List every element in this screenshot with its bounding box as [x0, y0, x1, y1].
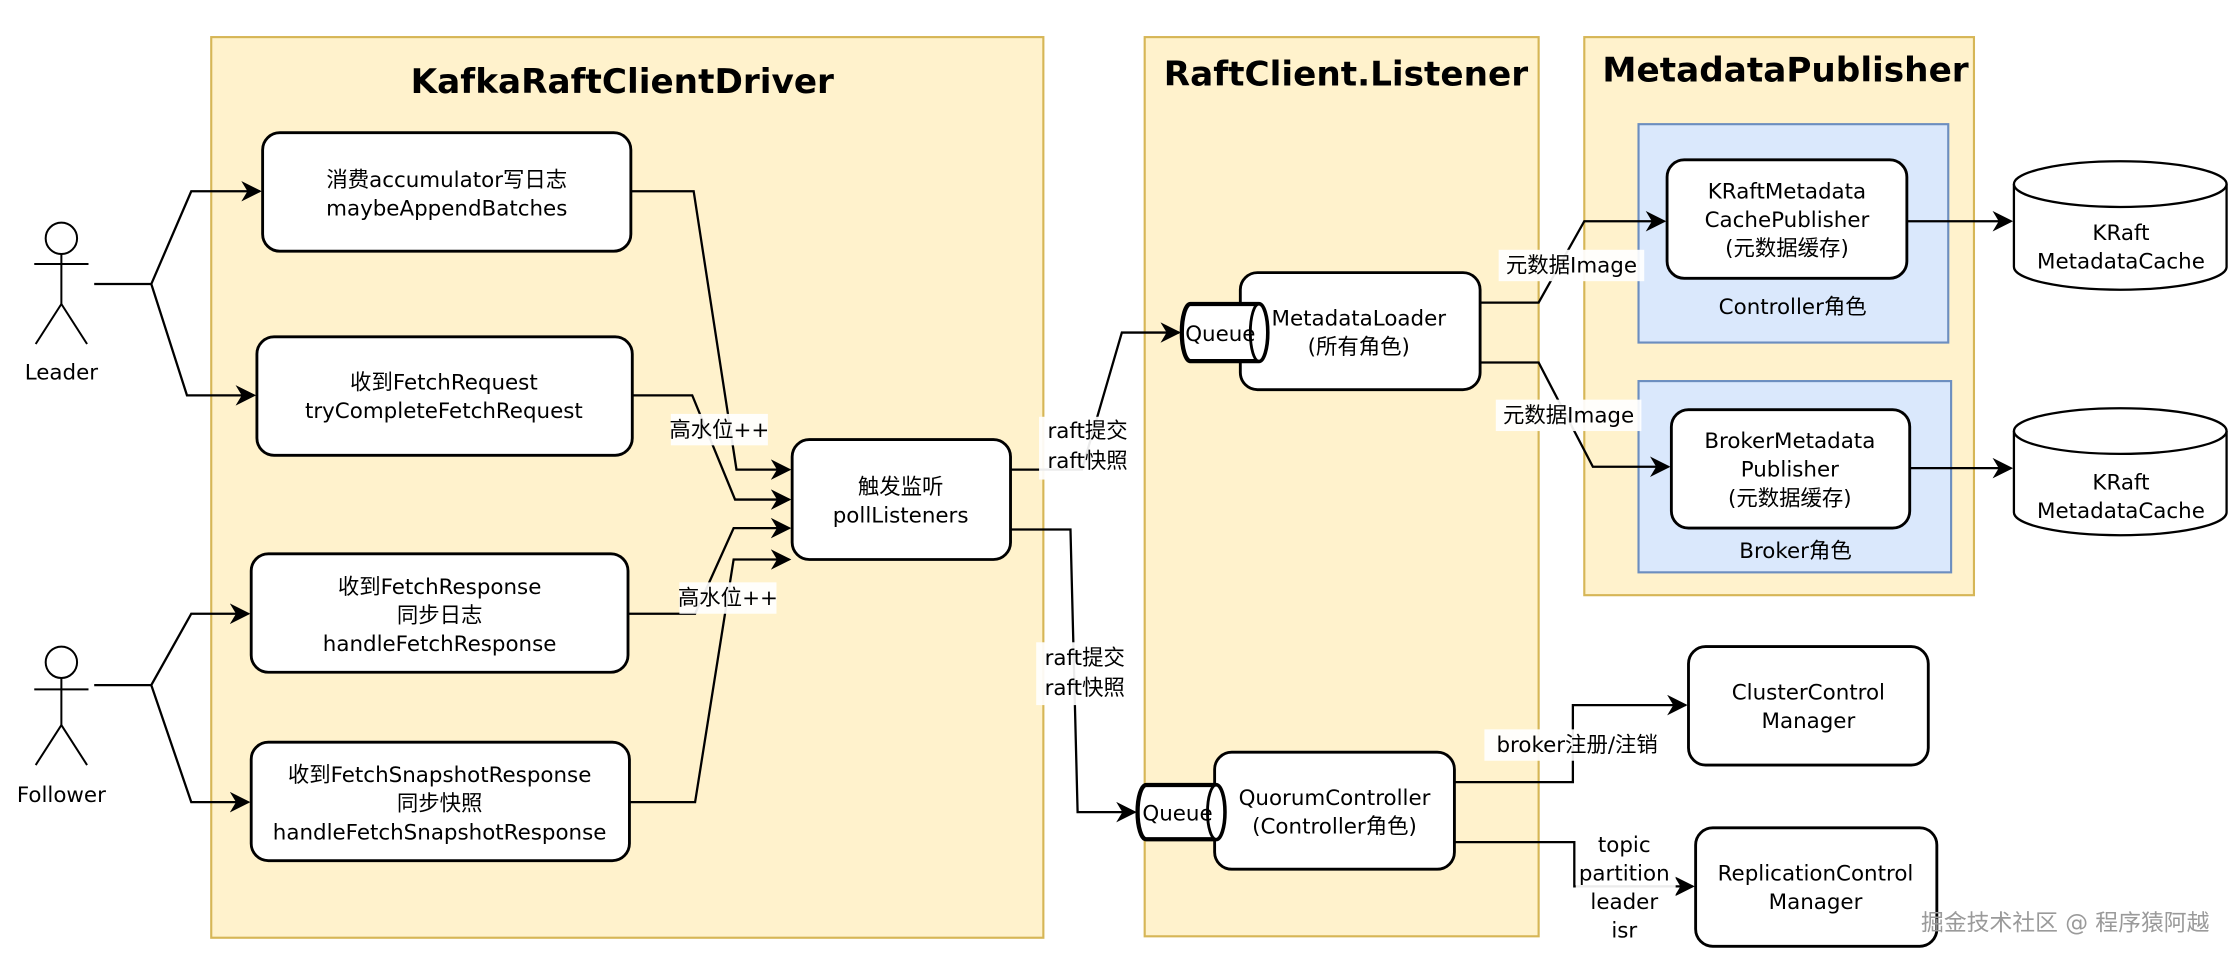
svg-text:raft快照: raft快照 — [1045, 676, 1125, 701]
queue-bottom-label: Queue — [1142, 802, 1212, 827]
publisher-title: MetadataPublisher — [1602, 50, 1968, 90]
svg-text:raft提交: raft提交 — [1045, 646, 1125, 671]
svg-text:QuorumController: QuorumController — [1239, 786, 1431, 811]
svg-text:Manager: Manager — [1762, 709, 1856, 734]
kraft-cache-publisher-box[interactable]: KRaftMetadata CachePublisher (元数据缓存) — [1665, 158, 1909, 280]
svg-text:raft快照: raft快照 — [1047, 449, 1127, 474]
label-topic: topic partition leader isr — [1575, 830, 1676, 945]
svg-text:ReplicationControl: ReplicationControl — [1718, 862, 1914, 887]
fetch-response-box[interactable]: 收到FetchResponse 同步日志 handleFetchResponse — [249, 552, 630, 674]
svg-text:MetadataCache: MetadataCache — [2037, 499, 2205, 524]
follower-label: Follower — [17, 783, 106, 808]
label-image-bottom: 元数据Image — [1495, 399, 1642, 432]
label-image-top: 元数据Image — [1498, 249, 1645, 282]
append-box[interactable]: 消费accumulator写日志 maybeAppendBatches — [261, 131, 633, 253]
svg-text:Manager: Manager — [1769, 890, 1863, 915]
label-raft-bottom: raft提交 raft快照 — [1036, 642, 1137, 706]
svg-text:收到FetchRequest: 收到FetchRequest — [350, 371, 538, 396]
follower-actor[interactable] — [34, 645, 89, 766]
queue-top[interactable]: Queue — [1179, 301, 1270, 364]
edge-snapshot-poll — [629, 549, 792, 804]
queue-bottom[interactable]: Queue — [1135, 782, 1227, 842]
controller-role-label: Controller角色 — [1719, 295, 1867, 320]
svg-text:元数据Image: 元数据Image — [1506, 254, 1637, 279]
svg-text:高水位++: 高水位++ — [678, 586, 778, 611]
svg-text:handleFetchResponse: handleFetchResponse — [323, 632, 557, 657]
leader-label: Leader — [25, 361, 99, 386]
svg-text:BrokerMetadata: BrokerMetadata — [1704, 429, 1875, 454]
poll-listeners-box[interactable]: 触发监听 pollListeners — [790, 438, 1012, 561]
edge-fetchresp-poll — [628, 517, 792, 615]
replication-control-manager-box[interactable]: ReplicationControl Manager — [1694, 826, 1939, 948]
svg-text:(Controller角色): (Controller角色) — [1252, 815, 1417, 840]
svg-text:高水位++: 高水位++ — [669, 418, 769, 443]
label-hw2: 高水位++ — [678, 582, 778, 614]
svg-text:(元数据缓存): (元数据缓存) — [1728, 486, 1852, 511]
label-hw1: 高水位++ — [669, 413, 769, 446]
edge-follower-fetchresp — [94, 603, 251, 687]
svg-text:ClusterControl: ClusterControl — [1732, 680, 1885, 705]
edge-leader-fetchreq — [150, 283, 257, 406]
listener-title: RaftClient.Listener — [1164, 55, 1529, 95]
svg-text:handleFetchSnapshotResponse: handleFetchSnapshotResponse — [273, 820, 607, 845]
edge-follower-snapshot — [150, 684, 251, 813]
label-broker-reg: broker注册/注销 — [1484, 729, 1670, 761]
edge-leader-append — [94, 180, 262, 286]
svg-text:isr: isr — [1611, 919, 1637, 944]
svg-text:MetadataLoader: MetadataLoader — [1272, 306, 1447, 331]
svg-text:pollListeners: pollListeners — [833, 503, 969, 528]
queue-top-label: Queue — [1185, 322, 1255, 347]
edge-fetchreq-poll — [632, 394, 792, 510]
fetch-snapshot-box[interactable]: 收到FetchSnapshotResponse 同步快照 handleFetch… — [249, 740, 631, 863]
svg-text:同步快照: 同步快照 — [397, 792, 483, 817]
svg-text:收到FetchSnapshotResponse: 收到FetchSnapshotResponse — [288, 763, 592, 788]
svg-text:topic: topic — [1598, 833, 1651, 858]
svg-text:KRaft: KRaft — [2092, 221, 2149, 246]
svg-text:触发监听: 触发监听 — [858, 475, 944, 500]
svg-text:KRaftMetadata: KRaftMetadata — [1708, 179, 1866, 204]
svg-text:同步日志: 同步日志 — [397, 603, 483, 628]
svg-text:MetadataCache: MetadataCache — [2037, 249, 2205, 274]
driver-title: KafkaRaftClientDriver — [411, 62, 834, 102]
quorum-controller-box[interactable]: QuorumController (Controller角色) — [1213, 750, 1456, 871]
metadata-cache-bottom[interactable]: KRaft MetadataCache — [2012, 407, 2228, 537]
svg-text:元数据Image: 元数据Image — [1503, 403, 1634, 428]
svg-text:KRaft: KRaft — [2092, 471, 2149, 496]
watermark: 掘金技术社区 @ 程序猿阿越 — [1921, 911, 2210, 937]
leader-actor[interactable] — [34, 221, 89, 345]
svg-text:CachePublisher: CachePublisher — [1705, 208, 1870, 233]
label-raft-top: raft提交 raft快照 — [1039, 416, 1139, 480]
svg-text:raft提交: raft提交 — [1047, 419, 1127, 444]
svg-text:(所有角色): (所有角色) — [1308, 335, 1410, 360]
svg-text:tryCompleteFetchRequest: tryCompleteFetchRequest — [305, 399, 583, 424]
metadata-cache-top[interactable]: KRaft MetadataCache — [2012, 160, 2228, 291]
svg-text:收到FetchResponse: 收到FetchResponse — [338, 575, 542, 600]
metadata-loader-box[interactable]: MetadataLoader (所有角色) — [1238, 271, 1482, 392]
svg-text:消费accumulator写日志: 消费accumulator写日志 — [326, 168, 567, 193]
fetch-request-box[interactable]: 收到FetchRequest tryCompleteFetchRequest — [255, 335, 634, 457]
svg-text:maybeAppendBatches: maybeAppendBatches — [326, 197, 567, 222]
broker-metadata-publisher-box[interactable]: BrokerMetadata Publisher (元数据缓存) — [1669, 408, 1912, 530]
broker-role-label: Broker角色 — [1739, 539, 1851, 564]
edge-append-poll — [630, 190, 792, 480]
svg-text:Publisher: Publisher — [1741, 458, 1839, 483]
svg-text:(元数据缓存): (元数据缓存) — [1725, 236, 1849, 261]
svg-text:partition: partition — [1579, 862, 1670, 887]
svg-text:broker注册/注销: broker注册/注销 — [1496, 733, 1657, 758]
cluster-control-manager-box[interactable]: ClusterControl Manager — [1687, 645, 1930, 767]
svg-text:leader: leader — [1590, 890, 1658, 915]
